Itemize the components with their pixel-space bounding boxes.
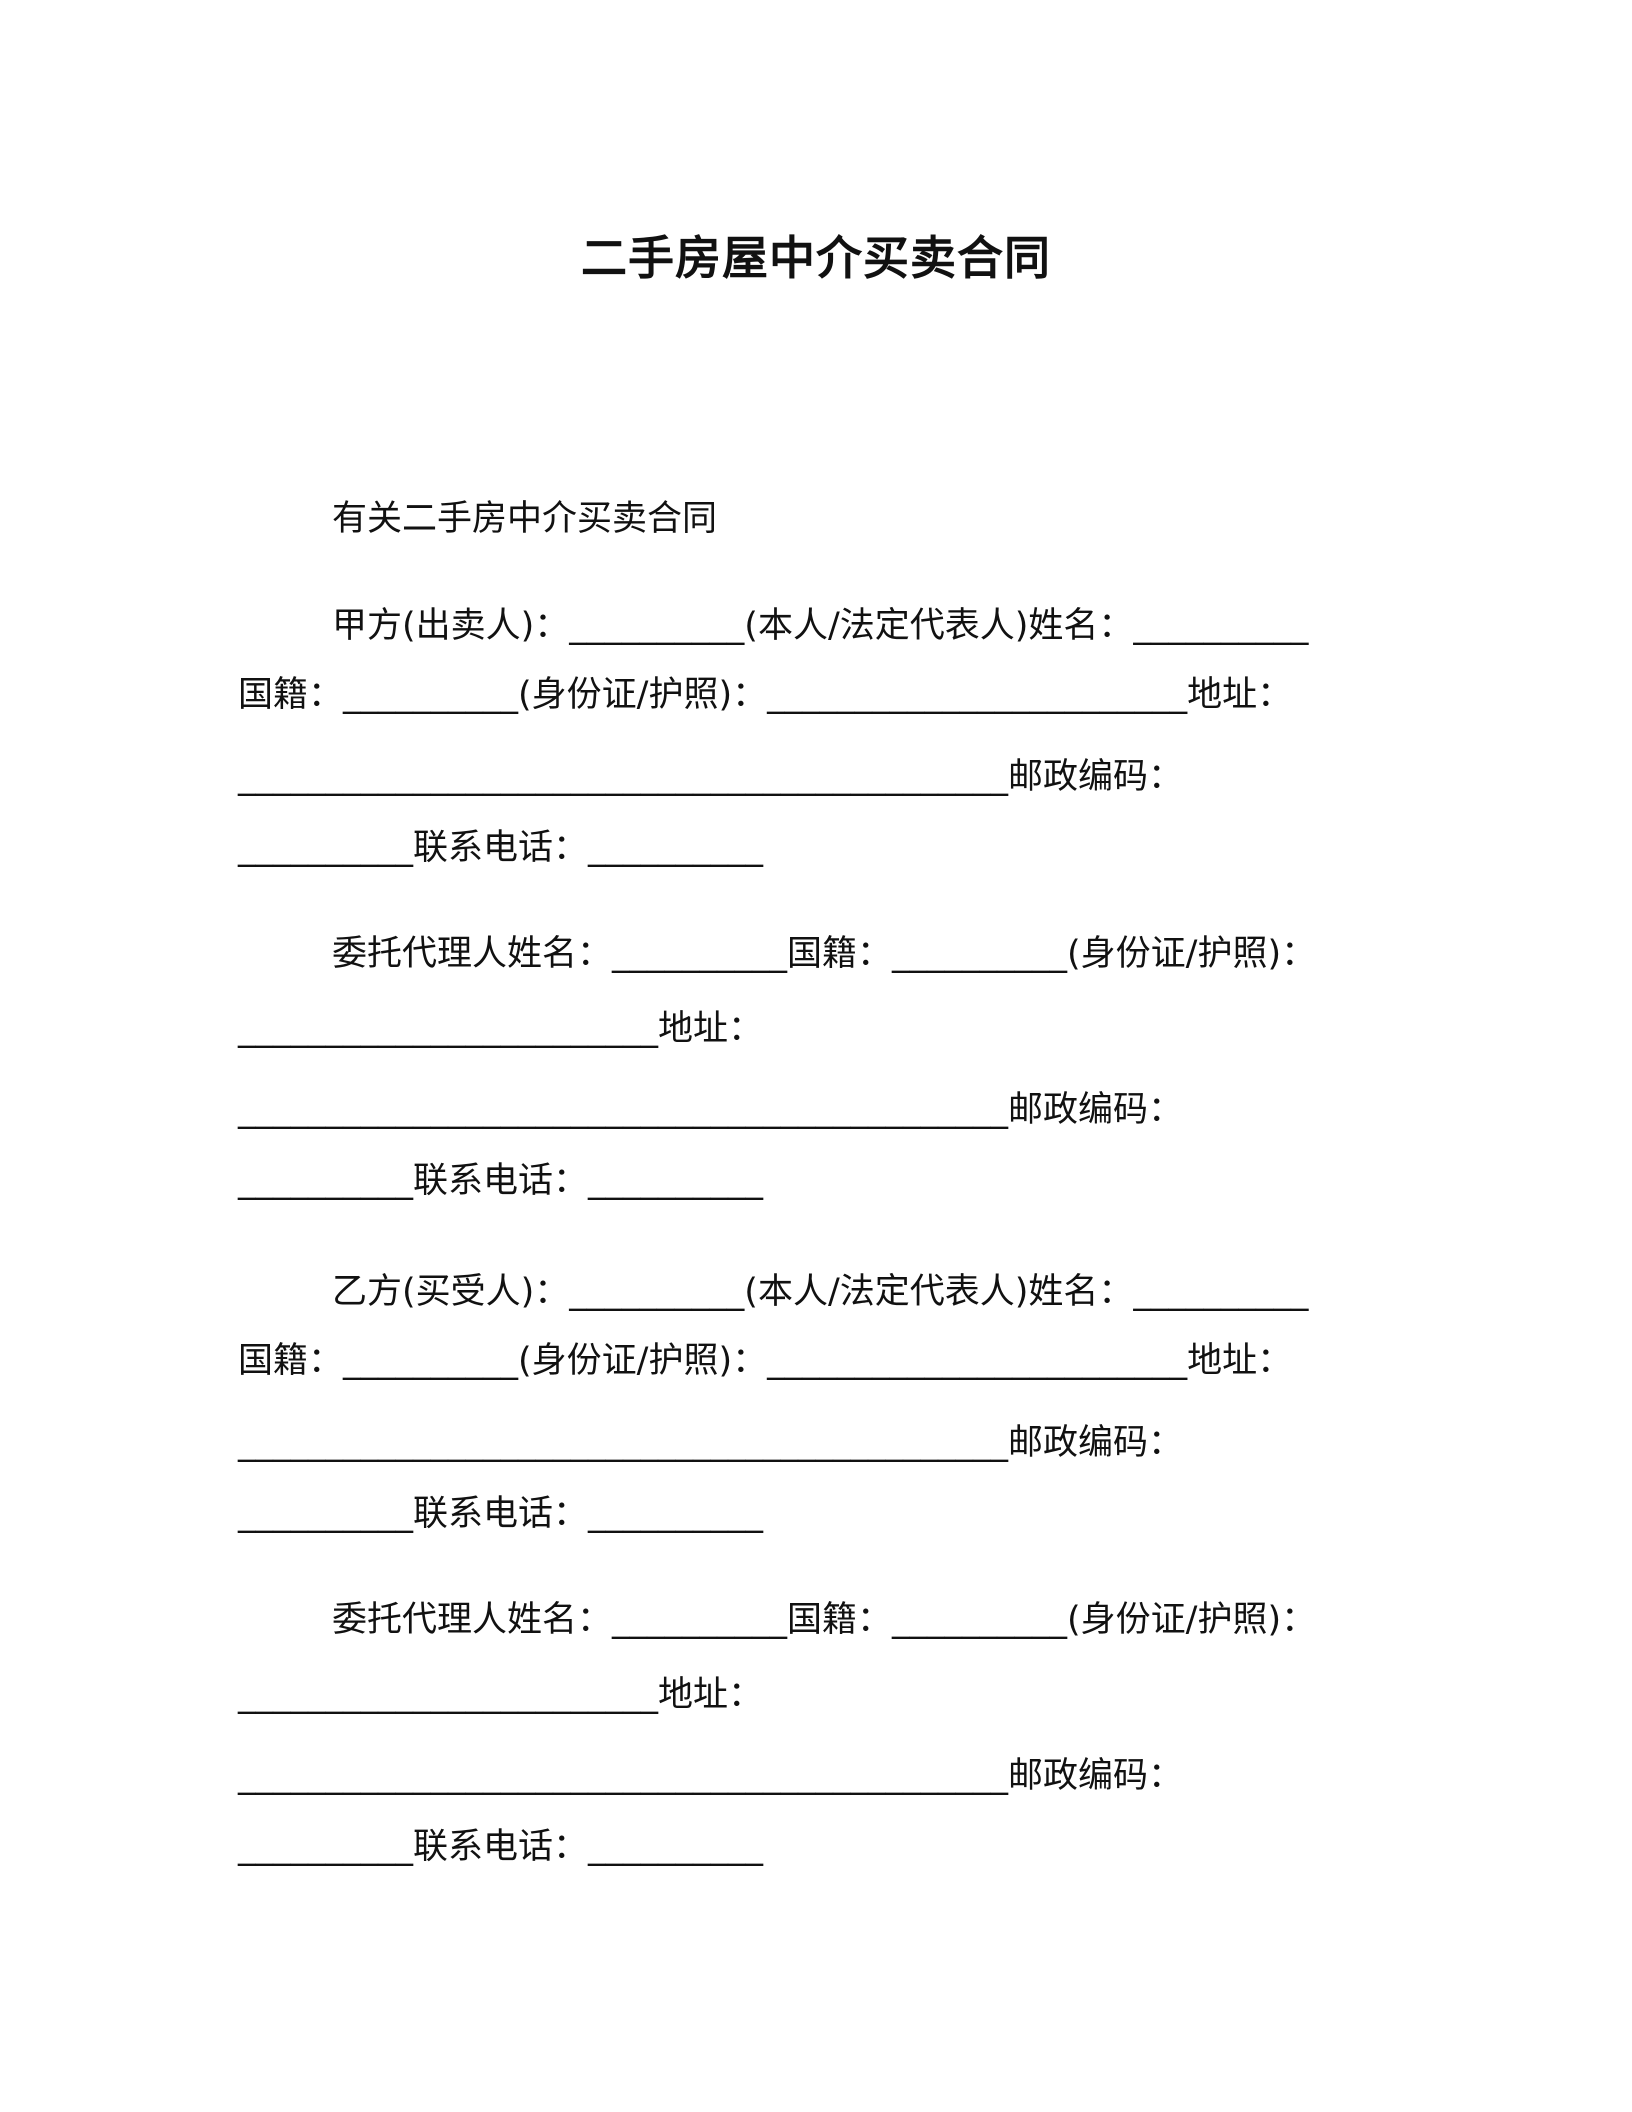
party-b-address-line: ________________________________________… (238, 1423, 1184, 1463)
agent-b-address-line: ________________________________________… (238, 1756, 1184, 1796)
party-a-phone-line: __________联系电话：__________ (238, 828, 764, 868)
party-a-nationality-line: 国籍：__________(身份证/护照)：__________________… (238, 675, 1293, 715)
party-b-phone-line: __________联系电话：__________ (238, 1494, 764, 1534)
agent-a-phone-line: __________联系电话：__________ (238, 1161, 764, 1201)
agent-a-name-line: 委托代理人姓名：__________国籍：__________(身份证/护照)： (332, 934, 1317, 974)
document-title: 二手房屋中介买卖合同 (581, 231, 1051, 285)
agent-b-id-line: ________________________地址： (238, 1675, 764, 1715)
party-b-nationality-line: 国籍：__________(身份证/护照)：__________________… (238, 1341, 1293, 1381)
agent-a-id-line: ________________________地址： (238, 1009, 764, 1049)
agent-a-address-line: ________________________________________… (238, 1090, 1184, 1130)
document-subtitle: 有关二手房中介买卖合同 (332, 499, 718, 539)
party-b-name-line: 乙方(买受人)：__________(本人/法定代表人)姓名：_________… (332, 1272, 1309, 1312)
party-a-name-line: 甲方(出卖人)：__________(本人/法定代表人)姓名：_________… (332, 606, 1309, 646)
agent-b-name-line: 委托代理人姓名：__________国籍：__________(身份证/护照)： (332, 1600, 1317, 1640)
agent-b-phone-line: __________联系电话：__________ (238, 1827, 764, 1867)
party-a-address-line: ________________________________________… (238, 757, 1184, 797)
